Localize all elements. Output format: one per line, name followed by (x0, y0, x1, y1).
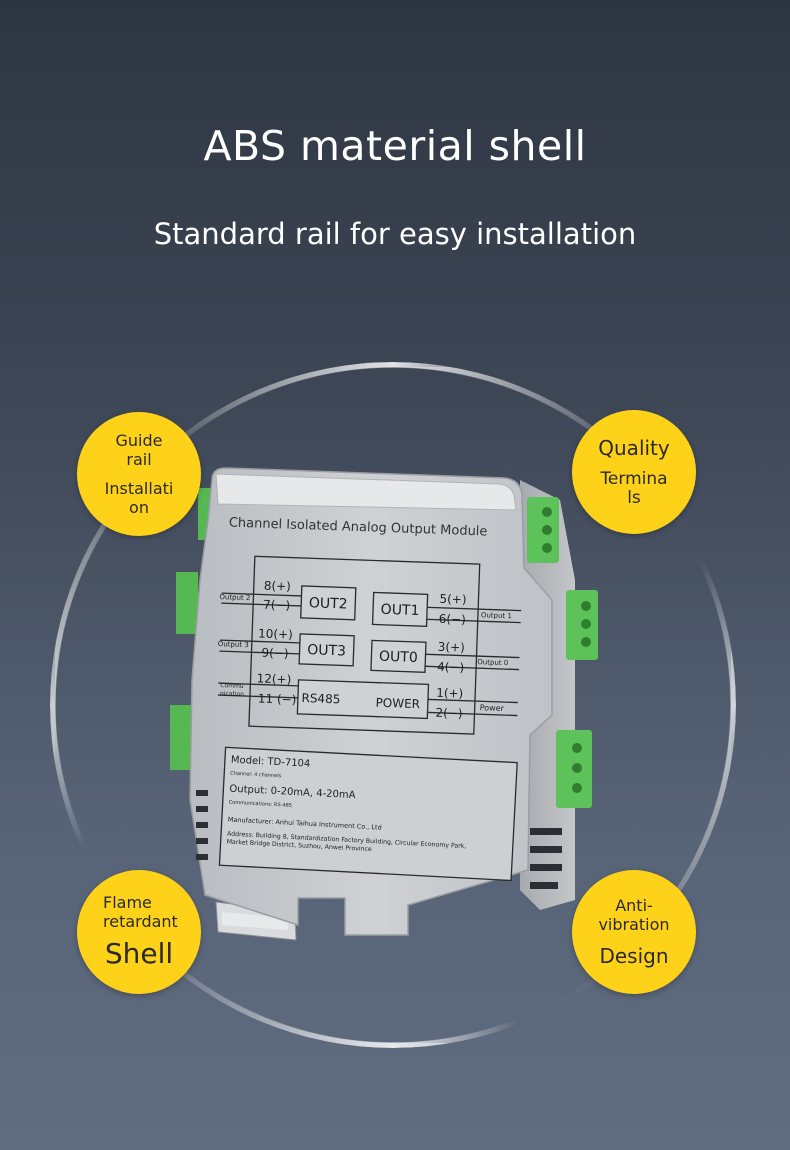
side-label-output1: Output 1 (481, 611, 512, 620)
block-label-rs485: RS485 (301, 691, 340, 706)
vents-right (530, 828, 562, 889)
out3-box (298, 633, 355, 667)
terminal-block-right-bottom (556, 730, 592, 808)
out0-box (370, 639, 427, 673)
badge-anti-vibration-design: Anti- vibration Design (572, 870, 696, 994)
wiring-diagram (217, 555, 522, 735)
badge-guide-rail-installation: Guide rail Installati on (77, 412, 201, 536)
badge-text: Flame (103, 893, 152, 912)
badge-text: vibration (598, 915, 670, 934)
terminal-label-10: 10(+) (258, 626, 293, 641)
block-label-power: POWER (375, 696, 420, 712)
out1-box (371, 591, 429, 627)
terminal-label-4: 4(−) (437, 660, 465, 675)
rs485-power-box (296, 679, 430, 720)
badge-text: Anti- (615, 896, 653, 915)
vents-left (196, 790, 208, 860)
terminal-blocks (170, 488, 598, 808)
badge-text: rail (126, 450, 152, 469)
block-label-out0: OUT0 (379, 649, 418, 666)
badge-text: Design (599, 944, 669, 968)
page-subtitle: Standard rail for easy installation (153, 217, 637, 251)
terminal-label-2: 2(−) (435, 706, 463, 721)
terminal-label-3: 3(+) (438, 640, 466, 655)
badge-text: Shell (104, 937, 174, 970)
info-communications: Communications: RS-485 (229, 800, 293, 809)
terminal-label-12: 12(+) (256, 671, 291, 686)
terminal-label-1: 1(+) (436, 686, 464, 701)
side-label-output2: Output 2 (219, 593, 250, 602)
out2-box (300, 585, 357, 621)
terminal-label-9: 9(−) (261, 646, 289, 661)
terminal-label-8: 8(+) (264, 579, 292, 594)
badge-flame-retardant-shell: Flame retardant Shell (77, 870, 201, 994)
terminal-block-right-top (527, 497, 559, 563)
info-label-panel: Model: TD-7104 Channel: 4 channels Outpu… (218, 746, 518, 882)
badge-quality-terminals: Quality Termina ls (572, 410, 696, 534)
badge-text: Installati (104, 479, 174, 498)
side-label-commu: Commu (220, 682, 244, 690)
page-title: ABS material shell (203, 122, 587, 170)
terminal-label-6: 6(−) (439, 612, 467, 627)
badge-text: Quality (598, 436, 670, 460)
badge-text: Guide (115, 431, 163, 450)
side-label-output0: Output 0 (477, 658, 508, 667)
badge-text: Termina (600, 469, 668, 489)
info-model: Model: TD-7104 (231, 755, 311, 770)
block-label-out2: OUT2 (309, 595, 348, 612)
badge-text: ls (627, 488, 641, 508)
block-label-out3: OUT3 (307, 642, 346, 659)
badge-text: retardant (103, 912, 178, 931)
terminal-label-5: 5(+) (439, 592, 467, 607)
terminal-block-right-middle (566, 590, 598, 660)
side-label-power: Power (480, 703, 505, 713)
terminal-label-7: 7(−) (263, 598, 291, 613)
terminal-label-11: 11 (−) (258, 691, 297, 706)
badge-text: on (129, 498, 149, 517)
side-label-nication: nication (220, 690, 244, 698)
side-label-output3: Output 3 (218, 640, 249, 649)
block-label-out1: OUT1 (380, 602, 419, 619)
info-channel: Channel: 4 channels (230, 771, 282, 780)
